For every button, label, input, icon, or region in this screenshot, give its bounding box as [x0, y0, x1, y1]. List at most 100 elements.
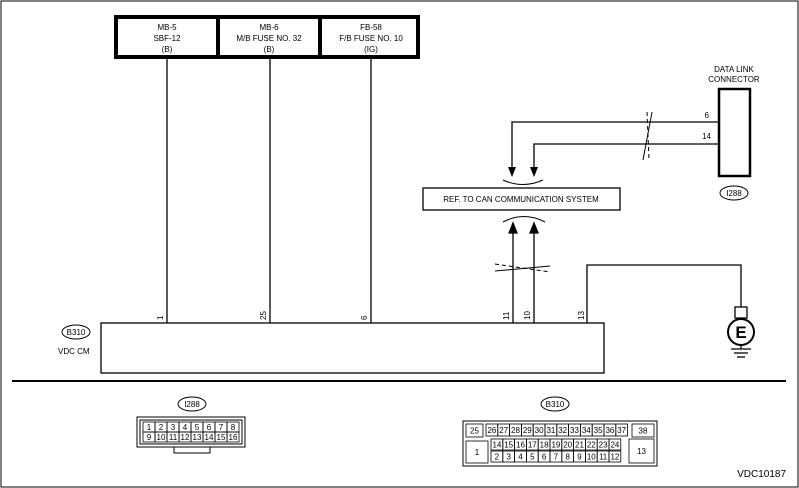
- b310-pin-label: 25: [470, 427, 479, 436]
- fuse-label-line2: SBF-12: [153, 34, 181, 43]
- ground-wire-path: [586, 264, 742, 323]
- fuse-label-line3: (B): [162, 45, 173, 54]
- b310-pin-label: 11: [599, 453, 608, 462]
- vdc-id-text: B310: [67, 328, 86, 337]
- fuse-fb58: FB-58 F/B FUSE NO. 10 (IG): [339, 23, 403, 54]
- b310-pin-cell: [608, 438, 622, 451]
- b310-pin-label: 33: [570, 426, 579, 435]
- dlc-pin-6-label: 6: [705, 111, 710, 120]
- b310-pin-label: 2: [495, 453, 500, 462]
- ground-letter: E: [735, 323, 746, 342]
- fuse-label-line1: FB-58: [360, 23, 382, 32]
- b310-pin-label: 31: [546, 426, 555, 435]
- vdc-id-badge: B310: [61, 324, 91, 340]
- b310-pin-label: 7: [554, 453, 559, 462]
- i288-pin-label: 5: [195, 423, 200, 432]
- b310-pin-label: 6: [542, 453, 547, 462]
- b310-pin-label: 32: [558, 426, 567, 435]
- vdc-pin-labels: 1 25 6 11 10 13: [156, 311, 586, 320]
- b310-pin-label: 35: [594, 426, 603, 435]
- badge-oval: [540, 396, 570, 412]
- b310-pin-label: 15: [504, 441, 513, 450]
- b310-pin-label: 19: [551, 441, 560, 450]
- fuse-label-line3: (B): [264, 45, 275, 54]
- pin-label: 25: [259, 311, 268, 320]
- twisted-pair-arc-upper: [502, 179, 544, 185]
- b310-pin-cell: [615, 423, 628, 437]
- can-wire-dlc-pin-14: [533, 143, 719, 168]
- connector-latch: [173, 446, 211, 454]
- ground-terminal: [734, 306, 748, 319]
- b310-pin-label: 8: [565, 453, 570, 462]
- b310-pin-cell: [465, 423, 484, 438]
- b310-pin-label: 30: [535, 426, 544, 435]
- b310-pin-label: 24: [610, 441, 619, 450]
- i288-pin-label: 14: [205, 433, 214, 442]
- fuse-block: MB-5 SBF-12 (B) MB-6 M/B FUSE NO. 32 (B)…: [114, 15, 420, 59]
- pin-label: 1: [156, 315, 165, 320]
- i288-pin-label: 9: [147, 433, 152, 442]
- connector-inner: [139, 419, 243, 445]
- pin-label: 10: [523, 311, 532, 320]
- pin-label: 11: [502, 311, 511, 320]
- vdc-label: VDC CM: [58, 347, 90, 356]
- twist-mark-upper: [642, 111, 653, 161]
- dlc-title-line2: CONNECTOR: [708, 75, 760, 84]
- b310-pin-label: 37: [617, 426, 626, 435]
- power-wires: [166, 59, 372, 323]
- i288-pin-label: 3: [171, 423, 176, 432]
- dlc-id-text: I288: [726, 189, 742, 198]
- twist-line: [494, 265, 551, 272]
- can-arrows-down: [508, 167, 538, 177]
- b310-pin-label: 1: [475, 448, 480, 457]
- pin-label: 6: [360, 315, 369, 320]
- badge-oval: [61, 324, 91, 340]
- i288-pin-label: 8: [231, 423, 236, 432]
- connector-i288-id: I288: [184, 400, 200, 409]
- can-ref-box: [422, 187, 621, 211]
- can-wires-vdc: [508, 221, 539, 323]
- fuse-label-line2: F/B FUSE NO. 10: [339, 34, 403, 43]
- b310-pin-label: 27: [499, 426, 508, 435]
- b310-pin-label: 18: [540, 441, 549, 450]
- b310-pin-label: 16: [516, 441, 525, 450]
- b310-pin-label: 17: [528, 441, 537, 450]
- b310-pin-label: 29: [523, 426, 532, 435]
- fuse-mb5: MB-5 SBF-12 (B): [153, 23, 181, 54]
- b310-pin-cell: [628, 438, 655, 464]
- fuse-label-line3: (IG): [364, 45, 378, 54]
- b310-pin-label: 26: [487, 426, 496, 435]
- can-wires-dlc: [511, 121, 719, 168]
- b310-pin-label: 21: [575, 441, 584, 450]
- b310-pin-label: 9: [577, 453, 582, 462]
- i288-pin-label: 11: [169, 433, 178, 442]
- twisted-pair-arc-lower: [502, 216, 546, 223]
- arrow-down-icon: [508, 167, 516, 177]
- i288-pin-label: 2: [159, 423, 164, 432]
- b310-pin-label: 28: [511, 426, 520, 435]
- twist-dash: [494, 263, 551, 273]
- fuse-block-outer: [114, 15, 420, 59]
- i288-pin-label: 6: [207, 423, 212, 432]
- i288-pin-label: 15: [217, 433, 226, 442]
- b310-pin-label: 5: [530, 453, 535, 462]
- b310-pin-label: 10: [587, 453, 596, 462]
- dlc-box: [717, 87, 752, 178]
- ground-wire: [586, 264, 742, 323]
- can-ref-text: REF. TO CAN COMMUNICATION SYSTEM: [443, 195, 599, 204]
- b310-pin-label: 23: [599, 441, 608, 450]
- document-code: VDC10187: [737, 469, 786, 480]
- dlc-pin-14-label: 14: [702, 132, 711, 141]
- b310-pin-label: 36: [605, 426, 614, 435]
- arrow-up-icon: [529, 221, 539, 234]
- vdc-cm-box: [100, 322, 605, 374]
- b310-pin-cell: [465, 440, 489, 464]
- b310-pin-label: 4: [518, 453, 523, 462]
- fuse-mb6: MB-6 M/B FUSE NO. 32 (B): [236, 23, 302, 54]
- i288-pin-label: 10: [157, 433, 166, 442]
